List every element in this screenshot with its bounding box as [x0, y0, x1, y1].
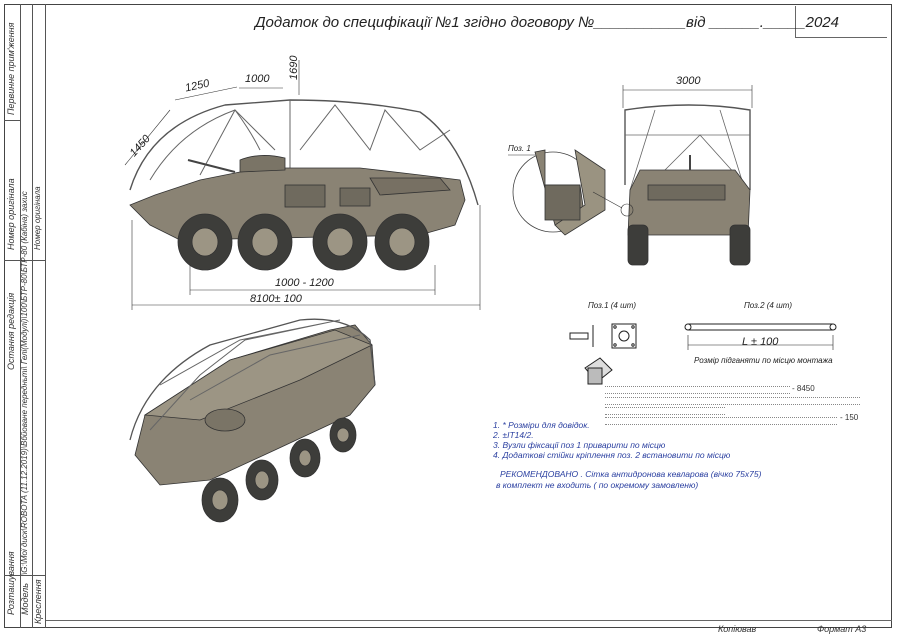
side-dimension-lines — [124, 60, 481, 310]
detail-callout-pos1 — [508, 149, 634, 236]
callout-pos1-label: Поз. 1 — [508, 144, 531, 153]
rear-view-vehicle — [624, 104, 751, 266]
dim-1000: 1000 — [245, 73, 270, 85]
sheet-border — [4, 4, 892, 628]
part-pos2-drawing — [684, 323, 837, 350]
page-title: Додаток до специфікації №1 згідно догово… — [255, 14, 839, 31]
recommendation-line-1: РЕКОМЕНДОВАНО . Сітка антидронова кевлар… — [500, 469, 762, 479]
footer-copied: Копіював — [718, 624, 757, 634]
part-pos1-label: Поз.1 (4 шт) — [588, 301, 637, 310]
footer-line — [46, 620, 892, 621]
strip-line — [45, 4, 46, 628]
part-pos2-label: Поз.2 (4 шт) — [744, 301, 793, 310]
note-4: 4. Додаткові стійки кріплення поз. 2 вст… — [493, 450, 731, 460]
strip-line — [4, 575, 45, 576]
part-pos2-caption: Розмір підганяти по місцю монтажа — [694, 356, 833, 365]
boxed-text-line — [605, 407, 725, 415]
boxed-text-line — [605, 397, 860, 405]
dim-1000-1200: 1000 - 1200 — [275, 277, 334, 289]
isometric-vehicle — [129, 318, 376, 523]
recommendation-line-2: в комплект не входить ( по окремому замо… — [496, 480, 699, 490]
strip-line — [20, 4, 21, 628]
footer-format: Формат А3 — [817, 624, 867, 634]
boxed-value-150: - 150 — [840, 413, 859, 422]
note-2: 2. ±IT14/2. — [493, 430, 534, 440]
note-3: 3. Вузли фіксації поз 1 приварити по міс… — [493, 440, 666, 450]
strip-line — [32, 4, 33, 628]
note-1: 1. * Розміри для довідок. — [493, 420, 590, 430]
side-view-vehicle — [129, 99, 479, 271]
rear-dimension-lines — [622, 85, 753, 108]
boxed-text-line — [605, 417, 837, 425]
boxed-value-8450: - 8450 — [792, 384, 815, 393]
part-pos1-drawings — [569, 323, 637, 385]
boxed-text-line — [605, 386, 790, 394]
dim-l100: L ± 100 — [742, 336, 779, 348]
dim-3000: 3000 — [676, 75, 701, 87]
dim-8100: 8100± 100 — [250, 293, 302, 305]
dim-1690: 1690 — [288, 55, 300, 80]
title-corner-box — [795, 6, 887, 38]
strip-line — [4, 120, 20, 121]
strip-line — [4, 260, 45, 261]
